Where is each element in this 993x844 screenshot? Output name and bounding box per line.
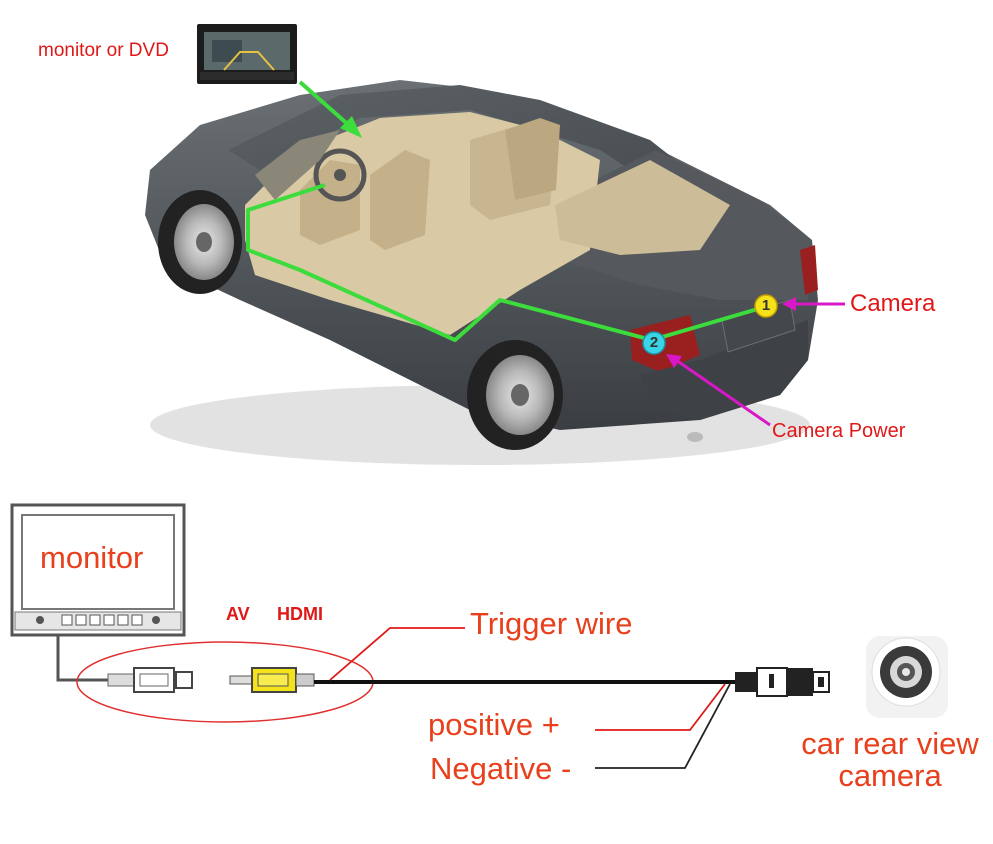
monitor-label: monitor xyxy=(40,540,144,575)
connector-icon xyxy=(735,667,830,697)
marker-2-number: 2 xyxy=(649,334,659,351)
marker-2 xyxy=(642,331,666,355)
marker-1-number: 1 xyxy=(761,297,771,314)
camera-power-label: Camera Power xyxy=(772,420,906,442)
positive-wire-label: positive + xyxy=(428,707,560,742)
monitor-icon xyxy=(10,503,186,637)
hdmi-label: HDMI xyxy=(277,604,323,624)
green-wire-route xyxy=(246,183,769,342)
rca-plug-icon xyxy=(107,667,193,693)
av-label: AV xyxy=(226,604,250,624)
negative-wire-label: Negative - xyxy=(430,751,572,786)
dvd-monitor-icon xyxy=(197,24,297,84)
monitor-or-dvd-label: monitor or DVD xyxy=(38,40,169,61)
car-illustration xyxy=(145,80,818,465)
trigger-wire-label: Trigger wire xyxy=(470,606,633,641)
yellow-rca-plug-icon xyxy=(229,667,315,693)
marker-1 xyxy=(754,294,778,318)
camera-icon xyxy=(866,636,948,718)
car-rear-view-camera-label: car rear view camera xyxy=(801,726,979,793)
camera-label: Camera xyxy=(850,290,936,317)
